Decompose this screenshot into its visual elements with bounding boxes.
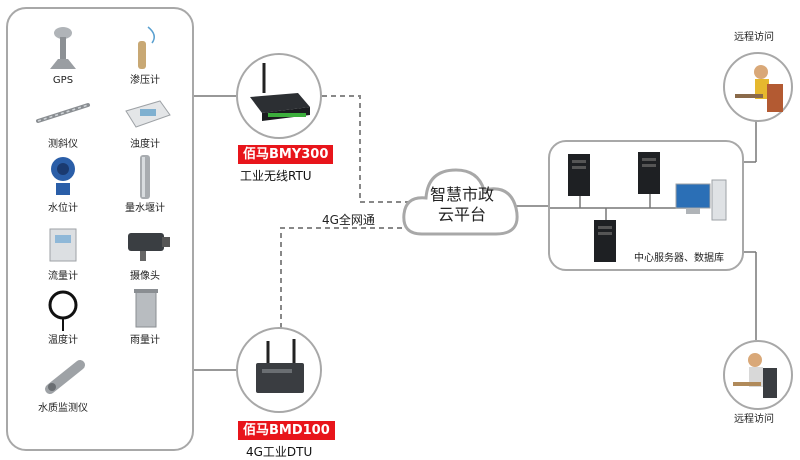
server-box (548, 140, 744, 271)
sensor-item-gps: GPS (18, 25, 108, 87)
sensor-item-water-quality: 水质监测仪 (18, 353, 108, 415)
rtu-device-circle (236, 53, 322, 139)
water-level-gauge-icon (51, 157, 75, 195)
water-quality-monitor-icon (45, 360, 85, 394)
weir-gauge-icon (140, 155, 150, 199)
sensor-label: 水位计 (48, 203, 78, 214)
cloud-line1: 智慧市政 (429, 185, 494, 204)
flowmeter-icon (49, 228, 77, 262)
sensor-label: GPS (52, 75, 74, 86)
sensor-label: 摄像头 (130, 271, 160, 282)
sensor-label: 量水堰计 (125, 203, 165, 214)
remote-user-top (723, 52, 793, 122)
rtu-cloud-link (322, 95, 408, 203)
server-tower-icon (638, 152, 660, 194)
sensor-item-rain-gauge: 雨量计 (100, 285, 190, 347)
sensor-panel: GPS 渗压计 测斜仪 浊度计 水位计 量水堰计 流量计 (6, 7, 194, 451)
thermometer-icon (48, 290, 78, 331)
workstation-icon (675, 179, 727, 221)
sensor-label: 流量计 (48, 271, 78, 282)
remote-user-bottom (723, 340, 793, 410)
dtu-device-circle (236, 327, 322, 413)
camera-icon (128, 233, 170, 261)
turbidimeter-icon (125, 100, 171, 128)
rtu-badge: 佰马BMY300 (238, 145, 334, 164)
sensor-label: 温度计 (48, 335, 78, 346)
sensor-label: 雨量计 (130, 335, 160, 346)
dtu-device-icon (256, 339, 304, 393)
inclinometer-icon (36, 103, 90, 123)
sensor-item-inclinometer: 测斜仪 (18, 89, 108, 151)
cloud-icon (402, 168, 519, 236)
sensor-label: 渗压计 (130, 75, 160, 86)
piezometer-icon (138, 26, 155, 69)
sensor-item-weir: 量水堰计 (100, 153, 190, 215)
server-cluster (550, 152, 727, 262)
dtu-cloud-link (280, 227, 412, 328)
user-at-desk-icon (733, 353, 777, 398)
rain-gauge-icon (134, 289, 158, 328)
sensor-item-turbidimeter: 浊度计 (100, 89, 190, 151)
rtu-subtitle: 工业无线RTU (240, 169, 312, 183)
server-tower-icon (568, 154, 590, 196)
remote-access-label-bottom: 远程访问 (734, 414, 774, 425)
dtu-badge: 佰马BMD100 (238, 421, 335, 440)
sensor-label: 浊度计 (130, 139, 160, 150)
server-label: 中心服务器、数据库 (634, 253, 724, 264)
sensor-label: 水质监测仪 (38, 403, 88, 414)
sensor-item-thermometer: 温度计 (18, 285, 108, 347)
dtu-subtitle: 4G工业DTU (246, 445, 313, 459)
user-at-desk-icon (735, 65, 783, 112)
sensor-item-piezometer: 渗压计 (100, 25, 190, 87)
rtu-device-icon (250, 63, 310, 121)
sensor-item-camera: 摄像头 (100, 221, 190, 283)
server-tower-icon (594, 220, 616, 262)
cloud-line2: 云平台 (437, 205, 486, 224)
sensor-item-flowmeter: 流量计 (18, 221, 108, 283)
link-label: 4G全网通 (322, 213, 375, 227)
sensor-label: 测斜仪 (48, 139, 78, 150)
remote-access-label-top: 远程访问 (734, 32, 774, 43)
gps-antenna-icon (50, 27, 76, 69)
cloud-platform-label: 智慧市政 云平台 (408, 185, 516, 225)
sensor-item-water-level: 水位计 (18, 153, 108, 215)
